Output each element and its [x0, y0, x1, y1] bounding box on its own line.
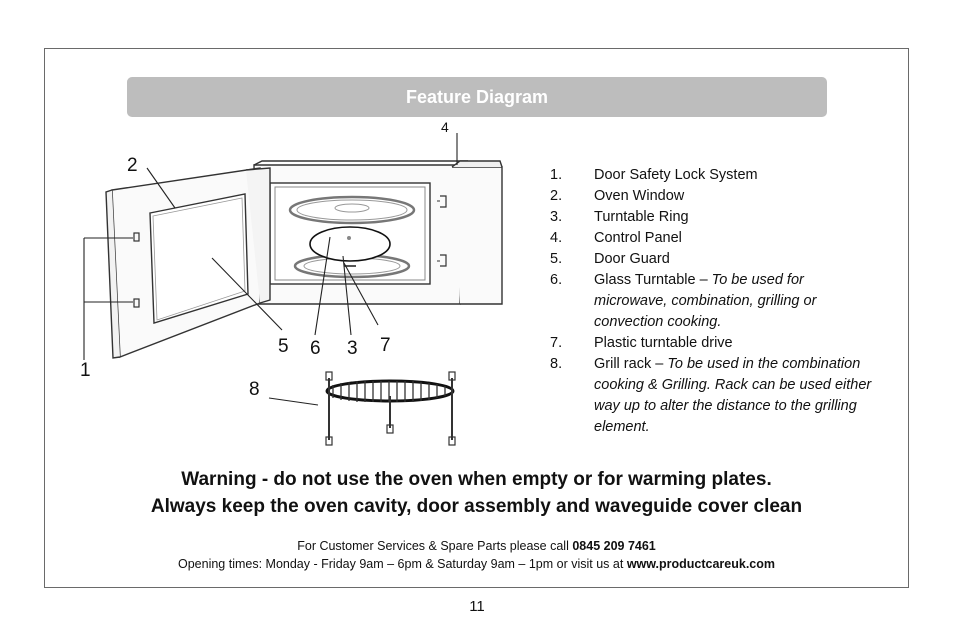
callout-6: 6 [310, 338, 321, 359]
website-link[interactable]: www.productcareuk.com [626, 557, 775, 571]
legend-item: 5. Door Guard [550, 249, 880, 270]
legend-number: 2. [550, 188, 563, 204]
callout-5: 5 [278, 336, 289, 357]
legend-item: 7. Plastic turntable drive [550, 333, 880, 354]
legend-number: 7. [550, 335, 563, 351]
grill-rack [325, 371, 456, 446]
glass-turntable [288, 195, 416, 225]
feature-legend: 1. Door Safety Lock System 2. Oven Windo… [550, 165, 880, 438]
legend-number: 1. [550, 167, 563, 183]
legend-item: 4. Control Panel [550, 228, 880, 249]
turntable-drive-highlight [309, 226, 391, 262]
callout-8: 8 [249, 379, 260, 400]
callout-7: 7 [380, 335, 391, 356]
legend-number: 4. [550, 230, 563, 246]
legend-note: To be used in the combination cooking & … [594, 356, 872, 435]
page-number: 11 [469, 598, 485, 615]
legend-item: 6. Glass Turntable – To be used for micr… [550, 270, 880, 333]
warning-line-2: Always keep the oven cavity, door assemb… [150, 496, 803, 517]
legend-number: 6. [550, 272, 563, 288]
legend-number: 8. [550, 356, 563, 372]
page-border [44, 48, 909, 588]
leader-lines [83, 133, 458, 406]
drive-coupler [347, 236, 351, 240]
legend-label: Plastic turntable drive [594, 335, 733, 351]
contact-line-2: Opening times: Monday - Friday 9am – 6pm… [44, 557, 909, 571]
legend-label: Glass Turntable – [594, 272, 712, 288]
oven-door [105, 167, 271, 359]
control-panel [451, 160, 503, 305]
legend-item: 8. Grill rack – To be used in the combin… [550, 354, 880, 438]
callout-4: 4 [441, 119, 449, 135]
contact-line-1: For Customer Services & Spare Parts plea… [44, 539, 909, 553]
section-title-bar: Feature Diagram [127, 77, 827, 117]
legend-label: Door Safety Lock System [594, 167, 758, 183]
opening-times-text: Opening times: Monday - Friday 9am – 6pm… [178, 557, 627, 571]
legend-number: 3. [550, 209, 563, 225]
legend-item: 3. Turntable Ring [550, 207, 880, 228]
legend-label: Turntable Ring [594, 209, 689, 225]
callout-3: 3 [347, 338, 358, 359]
callout-2: 2 [127, 155, 138, 176]
legend-label: Grill rack – [594, 356, 668, 372]
legend-label: Door Guard [594, 251, 670, 267]
legend-item: 2. Oven Window [550, 186, 880, 207]
legend-label: Oven Window [594, 188, 685, 204]
contact-text: For Customer Services & Spare Parts plea… [297, 539, 573, 553]
legend-label: Control Panel [594, 230, 682, 246]
legend-item: 1. Door Safety Lock System [550, 165, 880, 186]
section-title: Feature Diagram [405, 86, 549, 107]
warning-line-1: Warning - do not use the oven when empty… [181, 469, 772, 490]
phone-number: 0845 209 7461 [572, 539, 656, 553]
callout-1: 1 [80, 360, 91, 381]
legend-number: 5. [550, 251, 563, 267]
legend-note: To be used for microwave, combination, g… [594, 272, 817, 330]
